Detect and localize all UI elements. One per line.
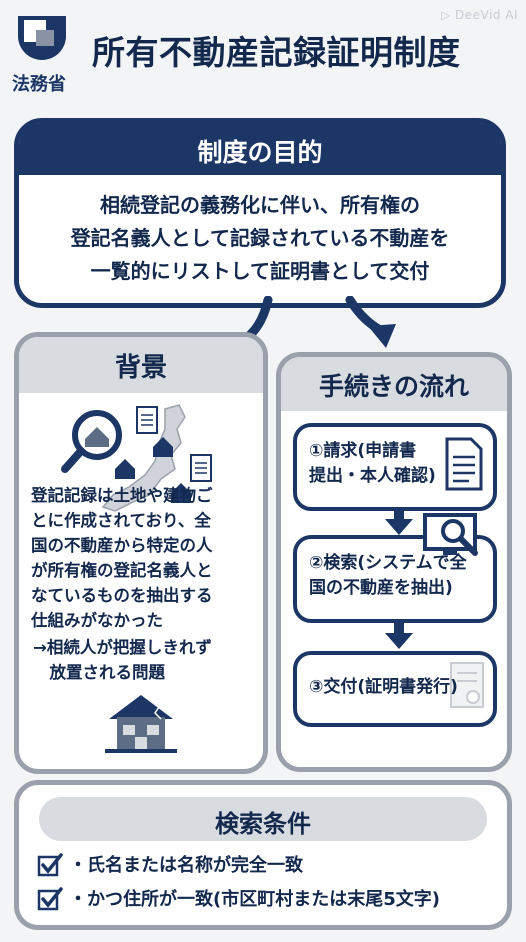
abandoned-house-icon	[105, 695, 177, 753]
document-icon	[445, 437, 483, 491]
flow-header: 手続きの流れ	[281, 357, 507, 411]
flow-arrow-down	[385, 507, 413, 535]
header: 法務省 所有不動産記録証明制度 ▷ DeeVid AI	[0, 0, 526, 110]
step-text: ③交付(証明書発行)	[309, 675, 458, 700]
background-line: が所有権の登記名義人と	[31, 561, 213, 580]
arrow-right-head	[368, 324, 396, 348]
conditions-header: 検索条件	[39, 797, 487, 841]
condition-item: ・氏名または名称が完全一致	[37, 851, 497, 879]
japan-map-search-icon	[61, 404, 212, 512]
background-line: 国の不動産から特定の人	[31, 536, 213, 555]
condition-item: ・かつ住所が一致(市区町村または末尾5文字)	[37, 885, 497, 913]
step-text: ②検索(システムで全 国の不動産を抽出)	[309, 551, 467, 601]
note-line: →相続人が把握しきれず	[33, 638, 212, 657]
flow-arrow-down	[385, 621, 413, 649]
background-line: 仕組みがなかった	[31, 611, 163, 630]
purpose-line: 相続登記の義務化に伴い、所有権の	[100, 193, 420, 217]
flow-title: 手続きの流れ	[318, 372, 469, 401]
background-description: 登記記録は土地や建物ご とに作成されており、全 国の不動産から特定の人 が所有権…	[31, 483, 255, 633]
ministry-name: 法務省	[12, 74, 66, 95]
procedure-flow-panel: 手続きの流れ ①請求(申請書 提出・本人確認) ②検索(システムで全 国の不動産…	[276, 352, 512, 772]
conditions-title: 検索条件	[215, 810, 311, 838]
condition-text: ・氏名または名称が完全一致	[69, 855, 303, 876]
flow-step-issue: ③交付(証明書発行)	[293, 651, 497, 727]
watermark: ▷ DeeVid AI	[440, 8, 518, 22]
purpose-description: 相続登記の義務化に伴い、所有権の 登記名義人として記録されている不動産を 一覧的…	[29, 189, 491, 288]
step-line: ②検索(システムで全	[309, 553, 467, 573]
step-line: 提出・本人確認)	[309, 466, 436, 486]
search-conditions-panel: 検索条件 ・氏名または名称が完全一致 ・かつ住所が一致(市区町村または末尾5文字…	[14, 780, 512, 930]
page-title: 所有不動産記録証明制度	[92, 33, 461, 72]
ministry-logo-icon	[18, 16, 66, 60]
background-panel: 背景 登記記録は土地や建物ご とに作成されており、全 国の不動産から特定の人 が…	[14, 332, 268, 774]
background-problem-note: →相続人が把握しきれず 放置される問題	[33, 635, 257, 685]
background-title: 背景	[114, 353, 167, 383]
purpose-line: 一覧的にリストして証明書として交付	[90, 259, 430, 283]
checkbox-checked-icon	[37, 853, 63, 877]
purpose-header: 制度の目的	[19, 123, 501, 175]
certificate-icon	[450, 662, 484, 708]
step-line: ①請求(申請書	[309, 441, 417, 461]
purpose-line: 登記名義人として記録されている不動産を	[70, 226, 450, 250]
computer-search-icon	[423, 513, 478, 556]
step-text: ①請求(申請書 提出・本人確認)	[309, 439, 436, 489]
background-line: なているものを抽出する	[31, 586, 213, 605]
checkbox-checked-icon	[37, 887, 63, 911]
step-line: 国の不動産を抽出)	[309, 578, 453, 598]
background-header: 背景	[19, 337, 263, 393]
flow-step-search: ②検索(システムで全 国の不動産を抽出)	[293, 535, 497, 623]
purpose-title: 制度の目的	[197, 138, 323, 167]
step-line: ③交付(証明書発行)	[309, 677, 458, 697]
note-line: 放置される問題	[33, 663, 166, 682]
flow-step-request: ①請求(申請書 提出・本人確認)	[293, 423, 497, 511]
background-line: 登記記録は土地や建物ご	[31, 486, 213, 505]
condition-text: ・かつ住所が一致(市区町村または末尾5文字)	[69, 889, 440, 910]
purpose-box: 制度の目的 相続登記の義務化に伴い、所有権の 登記名義人として記録されている不動…	[14, 118, 506, 308]
background-line: とに作成されており、全	[31, 511, 211, 530]
